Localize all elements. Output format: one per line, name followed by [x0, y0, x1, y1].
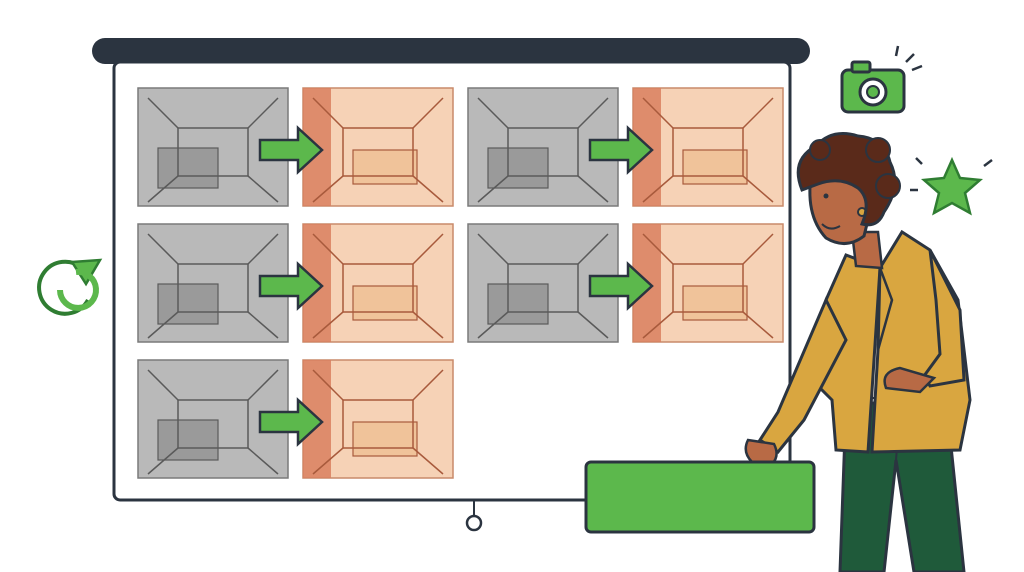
arrow-right-icon: [258, 261, 324, 311]
after-image-open-plan-kitchen: [632, 87, 784, 207]
after-image-kitchen: [302, 87, 454, 207]
arrow-right-icon: [588, 261, 654, 311]
after-image-bedroom: [632, 223, 784, 343]
camera-icon: [840, 45, 923, 114]
after-image-basement-living-room: [302, 223, 454, 343]
before-image-bedroom: [467, 223, 619, 343]
green-panel: [584, 460, 816, 534]
before-after-gallery: [137, 87, 784, 479]
refresh-icon: [37, 258, 103, 316]
arrow-right-icon: [258, 125, 324, 175]
screen-roller-bar: [92, 38, 810, 64]
arrow-right-icon: [258, 397, 324, 447]
presenter-woman: [744, 132, 972, 572]
star-icon: [910, 156, 993, 216]
after-image-bathroom: [302, 359, 454, 479]
screen-pull-ring: [465, 514, 483, 532]
arrow-right-icon: [588, 125, 654, 175]
